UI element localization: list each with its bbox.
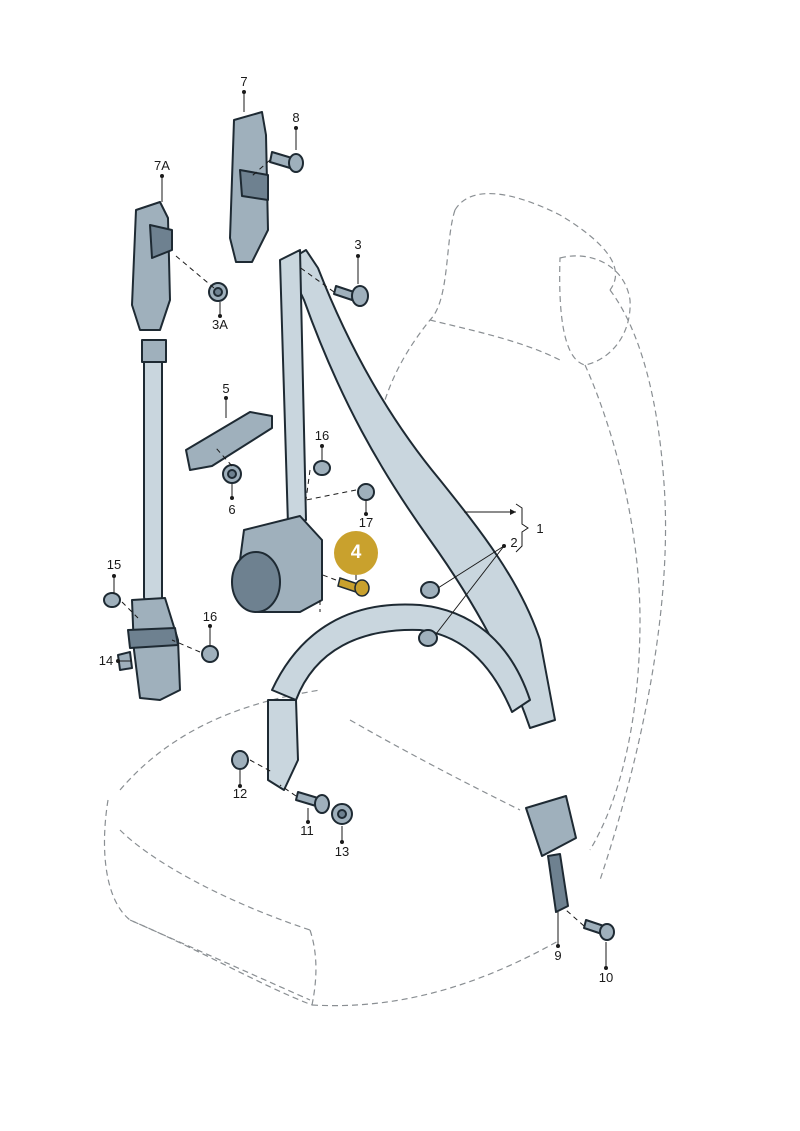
callout-5: 5 — [222, 381, 230, 396]
clip-15 — [103, 592, 121, 608]
callout-16-upper: 16 — [314, 428, 330, 443]
upper-rail-7 — [229, 111, 269, 263]
callout-12: 12 — [232, 786, 248, 801]
retractor-4 — [231, 515, 323, 613]
bolt-16-lower — [201, 645, 219, 663]
callout-7a: 7A — [154, 158, 170, 173]
callout-3a: 3A — [212, 317, 228, 332]
callout-15: 15 — [106, 557, 122, 572]
callout-13: 13 — [334, 844, 350, 859]
bolt-8 — [269, 151, 304, 173]
callout-14: 14 — [98, 653, 114, 668]
nut-6 — [222, 464, 242, 484]
callout-7: 7 — [240, 74, 248, 89]
callout-17: 17 — [358, 515, 374, 530]
callout-3: 3 — [354, 237, 362, 252]
bolt-17 — [357, 483, 375, 501]
callout-8: 8 — [292, 110, 300, 125]
bolt-10 — [583, 919, 615, 941]
callout-1: 1 — [536, 521, 544, 536]
bushing-12 — [231, 750, 249, 770]
buckle-9 — [525, 795, 577, 913]
height-adjuster-7a — [131, 201, 173, 601]
lower-anchor-14 — [117, 597, 181, 701]
callout-6: 6 — [228, 502, 236, 517]
callout-16-lower: 16 — [202, 609, 218, 624]
clip-16-upper — [313, 460, 331, 476]
callout-4-highlight-badge: 4 — [334, 531, 378, 575]
callout-2: 2 — [510, 535, 518, 550]
leader-lines — [112, 90, 608, 970]
guide-2 — [418, 581, 440, 647]
assembly-guide-lines — [121, 159, 585, 927]
callout-10: 10 — [598, 970, 614, 985]
callout-9: 9 — [554, 948, 562, 963]
bolt-3 — [333, 285, 369, 307]
bushing-13 — [331, 803, 353, 825]
seat-outline — [103, 193, 667, 1007]
callout-11: 11 — [300, 823, 314, 838]
bracket-5 — [185, 411, 273, 471]
bolt-11 — [295, 791, 330, 814]
bolt-4-highlighted — [337, 577, 370, 597]
belt-webbing — [267, 249, 556, 791]
